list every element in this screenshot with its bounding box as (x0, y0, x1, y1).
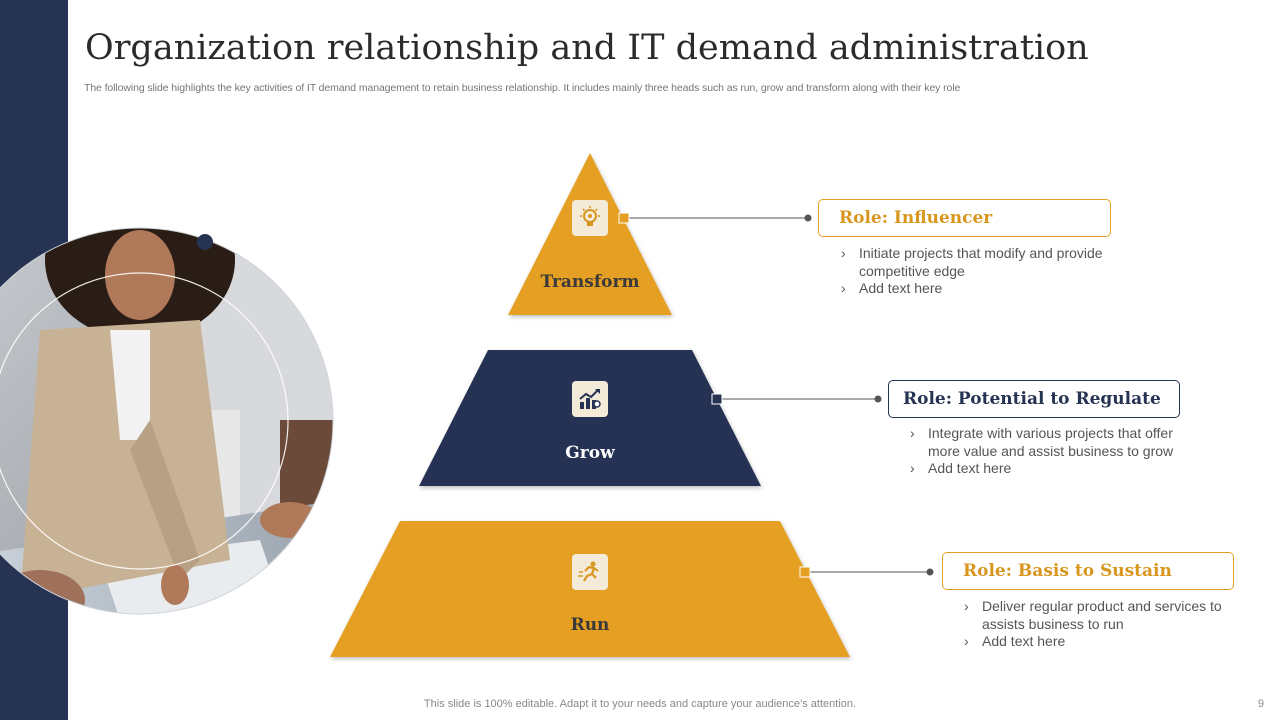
list-item: Initiate projects that modify and provid… (841, 245, 1131, 280)
list-item: Add text here (964, 633, 1254, 651)
connector-transform (618, 212, 812, 224)
lightbulb-gear-icon (572, 200, 608, 236)
slide-title: Organization relationship and IT demand … (85, 28, 1089, 68)
role-box-regulate: Role: Potential to Regulate (888, 380, 1180, 418)
tier-label-grow: Grow (565, 443, 615, 463)
role-box-sustain: Role: Basis to Sustain (942, 552, 1234, 590)
slide-footer: This slide is 100% editable. Adapt it to… (423, 698, 857, 710)
connector-grow (711, 393, 882, 405)
slide-subtitle: The following slide highlights the key a… (84, 82, 961, 94)
list-item: Deliver regular product and services to … (964, 598, 1254, 633)
tier-label-transform: Transform (540, 272, 640, 292)
connector-run (799, 566, 934, 578)
growth-chart-icon (572, 381, 608, 417)
list-item: Add text here (841, 280, 1131, 298)
page-number: 9 (1257, 698, 1264, 710)
role-box-influencer: Role: Influencer (818, 199, 1111, 237)
list-item: Integrate with various projects that off… (910, 425, 1200, 460)
bullets-regulate: Integrate with various projects that off… (910, 425, 1200, 478)
tier-label-run: Run (570, 615, 610, 635)
bullets-influencer: Initiate projects that modify and provid… (841, 245, 1131, 298)
running-person-icon (572, 554, 608, 590)
tier-grow-shape (419, 350, 761, 486)
bullets-sustain: Deliver regular product and services to … (964, 598, 1254, 651)
list-item: Add text here (910, 460, 1200, 478)
